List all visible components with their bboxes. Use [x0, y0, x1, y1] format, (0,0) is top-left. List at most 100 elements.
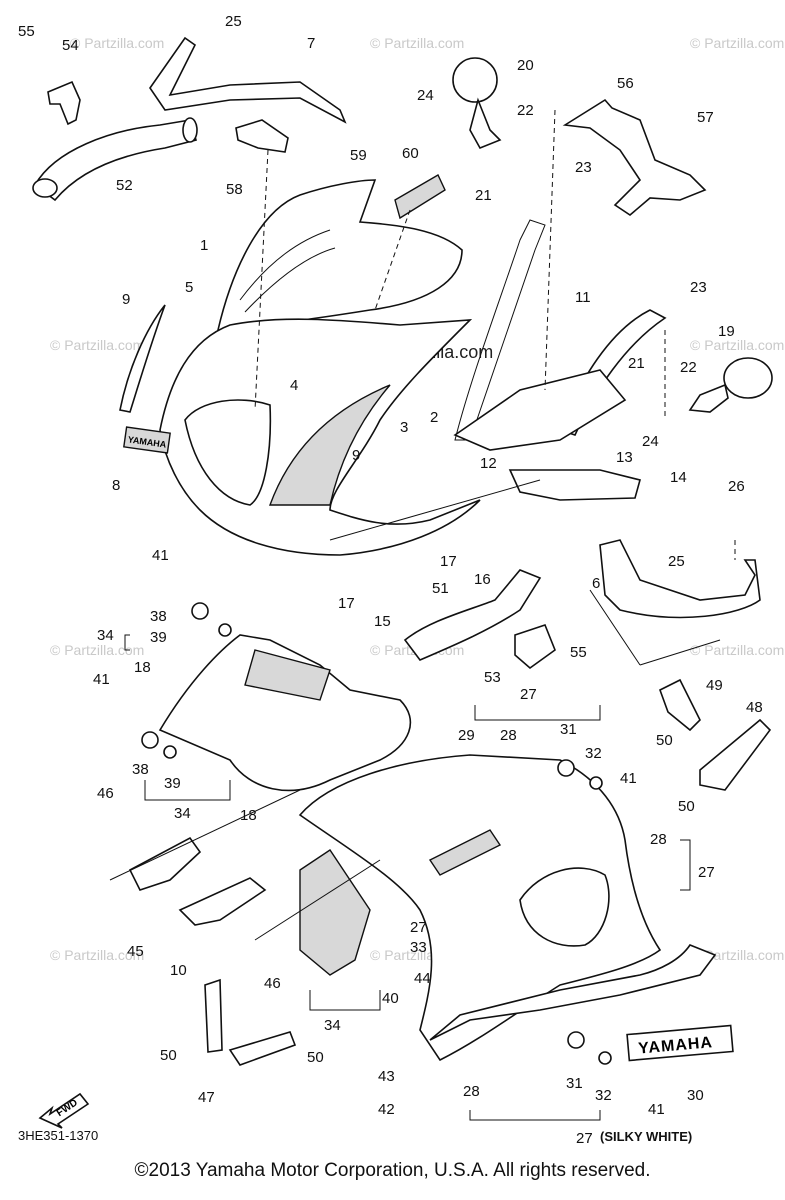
callout: 59	[350, 147, 367, 164]
callout: 53	[484, 669, 501, 686]
watermark: © Partzilla.com	[50, 337, 144, 353]
upper-parts: YAMAHA	[32, 36, 773, 670]
left-mirror-stem	[469, 97, 502, 150]
callout: 50	[160, 1047, 177, 1064]
dashed-leader	[254, 149, 269, 411]
callout: 24	[417, 87, 434, 104]
right-mirror-stem	[688, 383, 729, 413]
callout: 8	[112, 477, 120, 494]
callout: 23	[690, 279, 707, 296]
callout: 27	[698, 864, 715, 881]
air-duct-hose-51	[403, 569, 542, 661]
bracket-line	[680, 839, 691, 891]
leader-line	[254, 859, 381, 941]
callout: 27	[576, 1130, 593, 1147]
small-decal	[123, 426, 171, 454]
callout: 28	[650, 831, 667, 848]
right-mirror	[723, 357, 773, 399]
callout: 30	[687, 1087, 704, 1104]
collar-39	[218, 623, 232, 637]
leader-line	[329, 479, 541, 541]
grommet-31	[557, 759, 575, 777]
copyright-notice: ©2013 Yamaha Motor Corporation, U.S.A. A…	[134, 1160, 651, 1181]
grommet-38	[141, 731, 159, 749]
windscreen	[216, 179, 463, 331]
windscreen-shading	[239, 229, 336, 313]
callout: 41	[620, 770, 637, 787]
callout: 9	[122, 291, 130, 308]
callout: 55	[570, 644, 587, 661]
emblem-60	[394, 174, 446, 220]
bracket-line	[474, 705, 601, 721]
bracket-49	[659, 678, 701, 732]
bracket-58	[235, 119, 289, 153]
leader-line	[109, 789, 301, 881]
callout: 48	[746, 699, 763, 716]
callout: 9	[352, 447, 360, 464]
callout: 22	[517, 102, 534, 119]
watermark: © Partzilla.com	[50, 642, 144, 658]
callout: 21	[628, 355, 645, 372]
callout: 25	[668, 553, 685, 570]
callout: 27	[410, 919, 427, 936]
grommet-38	[191, 602, 209, 620]
fwd-arrow	[38, 1092, 90, 1129]
watermark: © Partzilla.com	[690, 642, 784, 658]
bracket-line	[469, 1110, 601, 1121]
callout: 52	[116, 177, 133, 194]
collar-39	[163, 745, 177, 759]
callout: 34	[324, 1017, 341, 1034]
callout: 41	[152, 547, 169, 564]
callout: 41	[93, 671, 110, 688]
bracket-47a	[204, 978, 223, 1053]
leader-line	[639, 639, 721, 666]
callout: 60	[402, 145, 419, 162]
side-cowling	[298, 754, 662, 1062]
watermark: © Partzilla.com	[690, 35, 784, 51]
duct-bracket	[47, 80, 81, 126]
callout: 4	[290, 377, 298, 394]
callout: 20	[517, 57, 534, 74]
air-duct-hose-end	[182, 117, 198, 143]
callout: 23	[575, 159, 592, 176]
left-mirror	[452, 57, 498, 103]
callout: 46	[264, 975, 281, 992]
callout: 38	[132, 761, 149, 778]
lower-parts: YAMAHA FWD	[38, 602, 772, 1129]
callout: 7	[307, 35, 315, 52]
callouts: 55 54 25 7 52 58 59 60 20 24 22 56 57 23…	[18, 13, 763, 1147]
callout: 11	[575, 289, 591, 306]
bracket-48	[699, 718, 772, 791]
callout: 57	[697, 109, 714, 126]
watermark: © Partzilla.com	[70, 35, 164, 51]
air-duct-hose-end	[32, 178, 58, 198]
callout: 43	[378, 1068, 395, 1085]
callout: 5	[185, 279, 193, 296]
side-trim-9	[119, 304, 166, 413]
callout: 14	[670, 469, 687, 486]
bracket-45a	[128, 836, 202, 891]
lower-belly-panel	[429, 944, 717, 1041]
callout: 51	[432, 580, 449, 597]
callout: 45	[127, 943, 144, 960]
callout: 32	[595, 1087, 612, 1104]
mirror-stay-56	[562, 98, 707, 217]
callout: 21	[475, 187, 492, 204]
callout: 42	[378, 1101, 395, 1118]
callout: 47	[198, 1089, 215, 1106]
callout: 1	[200, 237, 208, 254]
collar-32	[589, 776, 603, 790]
callout: 49	[706, 677, 723, 694]
callout: 44	[414, 970, 431, 987]
cowling-stay	[149, 36, 347, 124]
bracket-line	[124, 634, 130, 651]
callout: 28	[500, 727, 517, 744]
callout: 24	[642, 433, 659, 450]
callout: 18	[240, 807, 257, 824]
callout: 46	[97, 785, 114, 802]
watermark: © Partzilla.com	[690, 947, 784, 963]
callout: 19	[718, 323, 735, 340]
callout: 34	[97, 627, 114, 644]
leader-lines	[109, 109, 736, 1121]
callout: 54	[62, 37, 79, 54]
